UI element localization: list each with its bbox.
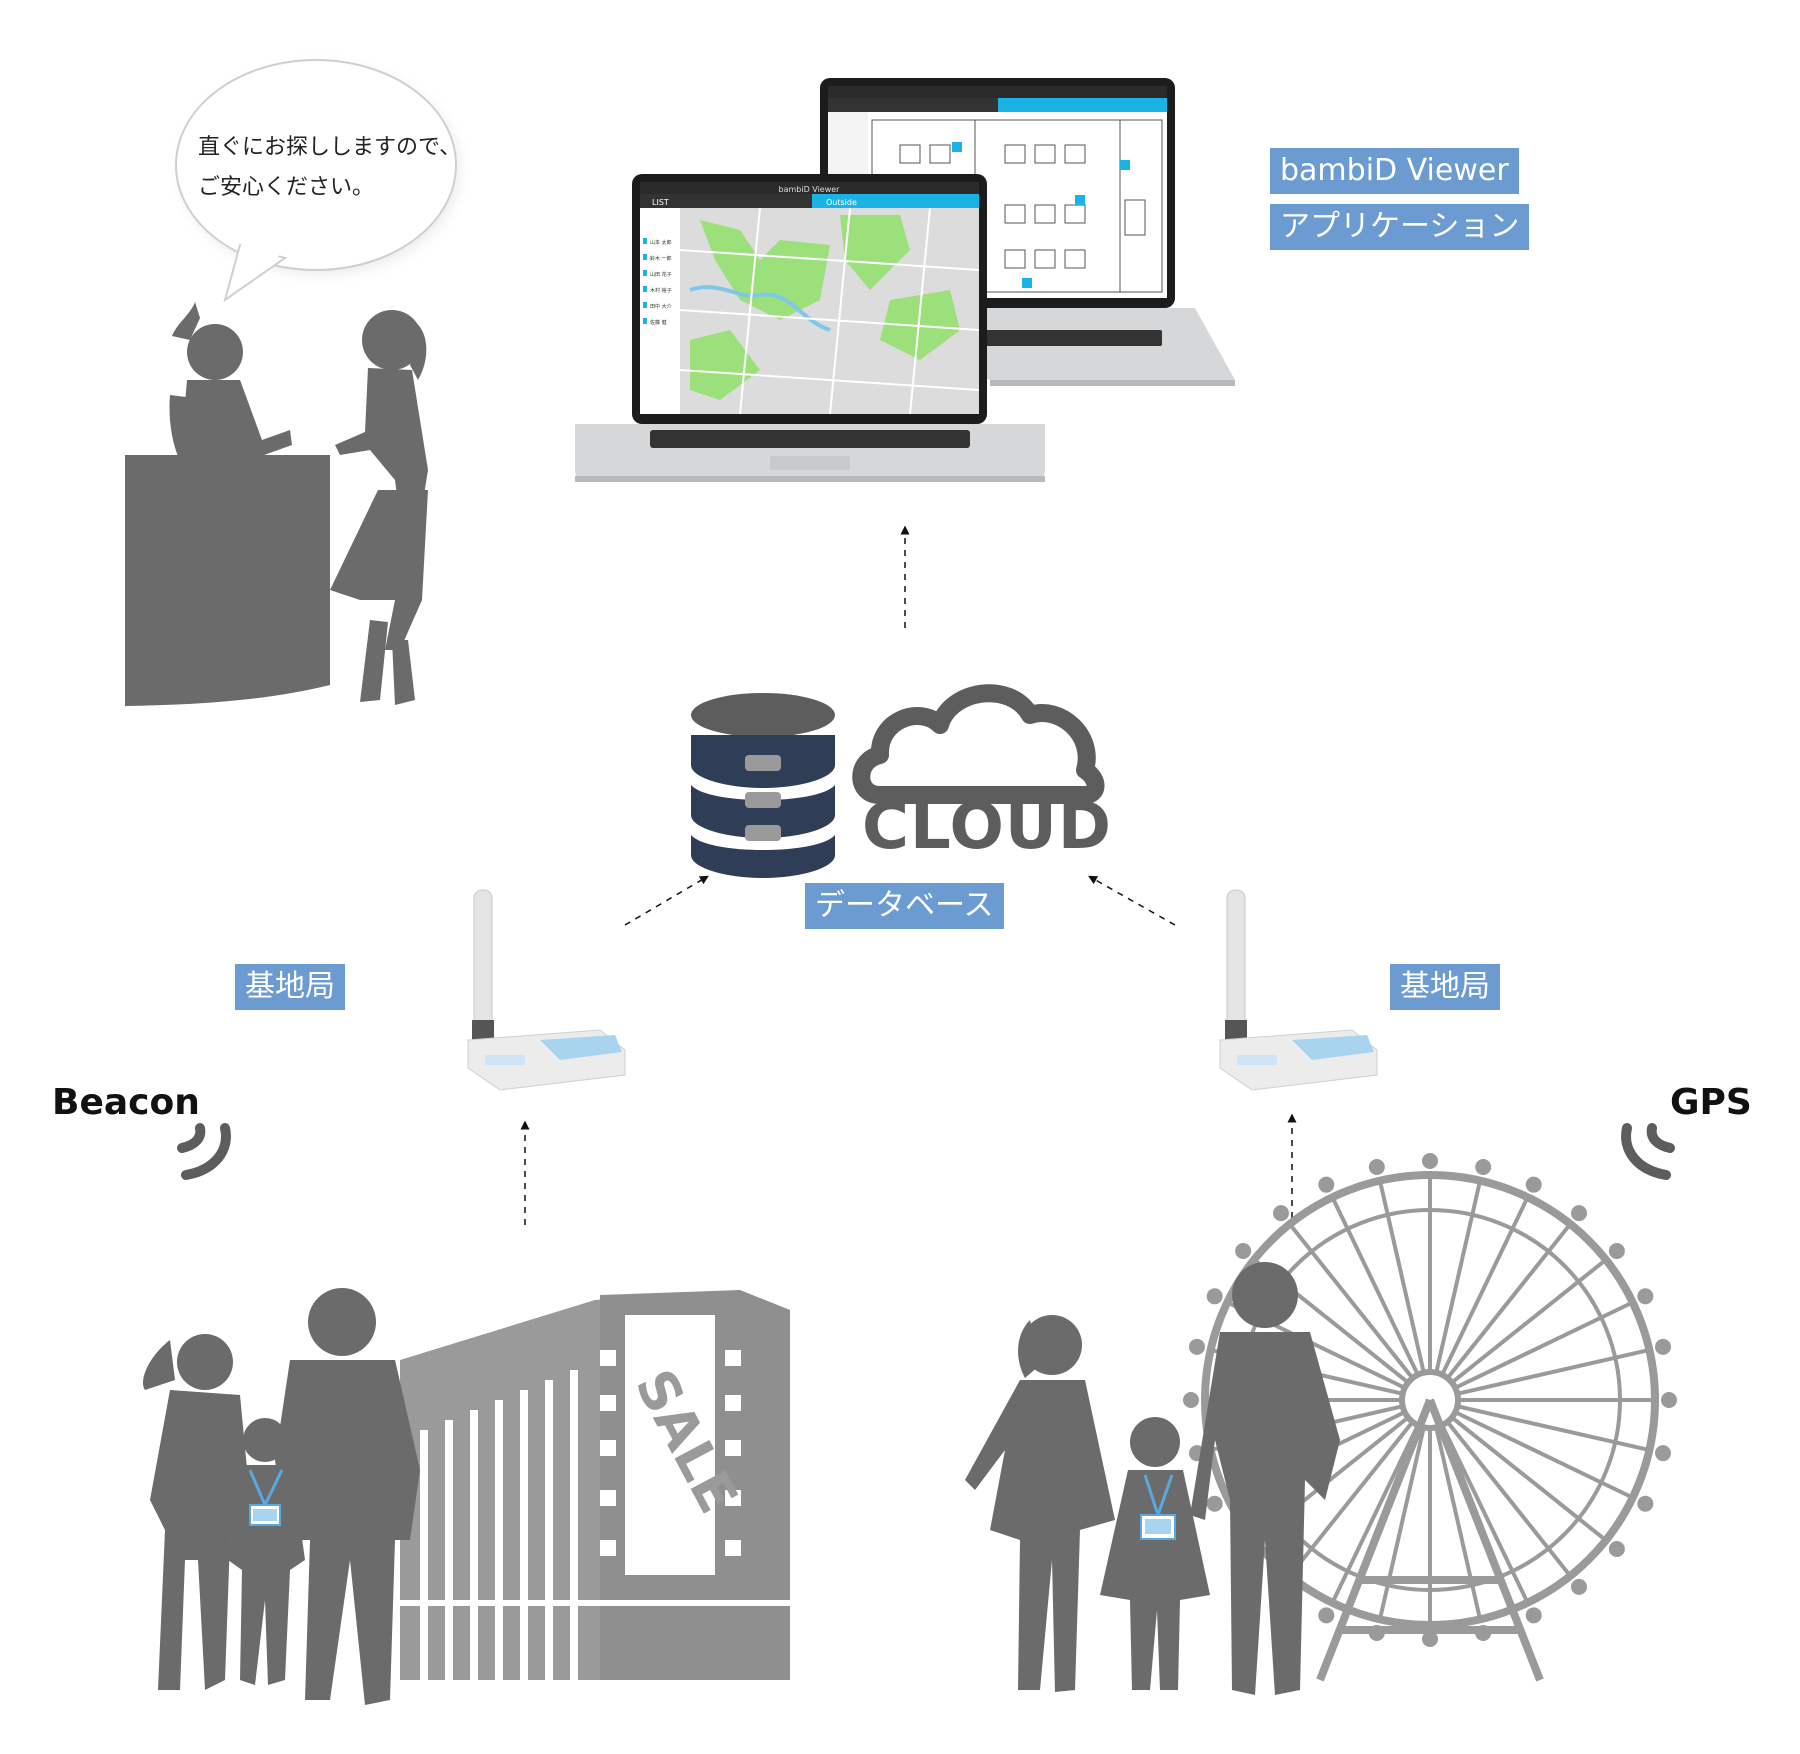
ferris-gondola — [1422, 1631, 1438, 1647]
viewer-app-name-tag: bambiD Viewer — [1270, 148, 1519, 194]
ferris-gondola — [1422, 1153, 1438, 1169]
ferris-spoke — [1429, 1347, 1650, 1402]
family-park-silhouette — [965, 1262, 1340, 1695]
ferris-gondola — [1571, 1578, 1588, 1595]
ferris-spoke — [1428, 1258, 1608, 1402]
family-shopping-silhouette — [142, 1288, 420, 1705]
child-badge-left — [248, 1469, 284, 1526]
gps-label: GPS — [1670, 1082, 1752, 1123]
list-item-name[interactable]: 山田 花子 — [650, 271, 672, 278]
ferris-gondola — [1368, 1158, 1385, 1175]
speech-bubble — [175, 59, 460, 303]
list-item-marker — [643, 286, 647, 292]
base-station-left-tag: 基地局 — [235, 964, 345, 1010]
ferris-gondola — [1655, 1338, 1672, 1355]
ferris-spoke — [1288, 1222, 1432, 1402]
ferris-gondola — [1525, 1607, 1542, 1624]
ferris-gondola — [1318, 1607, 1335, 1624]
speech-bubble-text: 直ぐにお探ししますので、 ご安心ください。 — [198, 128, 461, 208]
list-item-marker — [643, 302, 647, 308]
ferris-gondola — [1661, 1392, 1677, 1408]
ferris-spoke — [1429, 1398, 1634, 1500]
ferris-spoke — [1288, 1398, 1432, 1578]
ferris-gondola — [1206, 1495, 1223, 1512]
receptionist-silhouette — [169, 302, 292, 470]
list-item-marker — [643, 238, 647, 244]
ferris-gondola — [1272, 1205, 1289, 1222]
beacon-signal-icon — [177, 1123, 231, 1180]
list-item-name[interactable]: 木村 裕子 — [650, 287, 672, 294]
ferris-gondola — [1525, 1176, 1542, 1193]
beacon-label: Beacon — [52, 1082, 200, 1123]
ferris-spoke — [1428, 1398, 1572, 1578]
list-item-name[interactable]: 田中 大介 — [650, 303, 672, 310]
child-badge-right — [1140, 1474, 1176, 1540]
ferris-gondola — [1318, 1176, 1335, 1193]
ferris-gondola — [1475, 1158, 1492, 1175]
ferris-gondola — [1655, 1445, 1672, 1462]
speech-line-1: 直ぐにお探ししますので、 — [198, 135, 462, 160]
ferris-gondola — [1183, 1392, 1199, 1408]
list-item-marker — [643, 254, 647, 260]
base-station-right-device — [1219, 889, 1378, 1091]
speech-line-2: ご安心ください。 — [198, 175, 375, 200]
reception-scene — [125, 59, 460, 706]
ferris-gondola — [1608, 1541, 1625, 1558]
ferris-spoke — [1377, 1180, 1432, 1401]
window-title: bambiD Viewer — [779, 185, 841, 194]
ferris-spoke — [1428, 1222, 1572, 1402]
ferris-spoke — [1428, 1180, 1483, 1401]
cloud-icon — [852, 684, 1105, 804]
arrow-left-station-to-db — [624, 875, 709, 926]
ferris-spoke — [1330, 1196, 1432, 1401]
ferris-spoke — [1429, 1300, 1634, 1402]
list-item-name[interactable]: 佐藤 健 — [650, 319, 667, 326]
ferris-spoke — [1428, 1196, 1530, 1401]
database-icon — [691, 693, 835, 878]
ferris-spoke — [1428, 1398, 1608, 1542]
arrow-right-station-to-db — [1088, 875, 1176, 926]
list-item-marker — [643, 318, 647, 324]
base-station-left-device — [467, 889, 626, 1091]
reception-desk — [125, 455, 330, 706]
list-tab-label: LIST — [652, 198, 669, 207]
ferris-gondola — [1637, 1495, 1654, 1512]
gps-signal-icon — [1621, 1123, 1675, 1180]
ferris-gondola — [1608, 1242, 1625, 1259]
list-item-name[interactable]: 鈴木 一郎 — [650, 255, 672, 262]
base-station-right-tag: 基地局 — [1390, 964, 1500, 1010]
cloud-label: CLOUD — [862, 790, 1112, 864]
ferris-spoke — [1429, 1398, 1650, 1453]
list-item-marker — [643, 270, 647, 276]
ferris-gondola — [1206, 1288, 1223, 1305]
visitor-silhouette — [330, 310, 428, 705]
viewer-app-subtitle-tag: アプリケーション — [1270, 204, 1530, 250]
ferris-gondola — [1571, 1205, 1588, 1222]
database-tag: データベース — [805, 883, 1004, 929]
list-item-name[interactable]: 山本 太郎 — [650, 239, 672, 246]
ferris-gondola — [1637, 1288, 1654, 1305]
shopping-mall-building — [400, 1290, 790, 1680]
ferris-gondola — [1188, 1338, 1205, 1355]
outside-tab-label: Outside — [826, 198, 857, 207]
ferris-gondola — [1235, 1242, 1252, 1259]
